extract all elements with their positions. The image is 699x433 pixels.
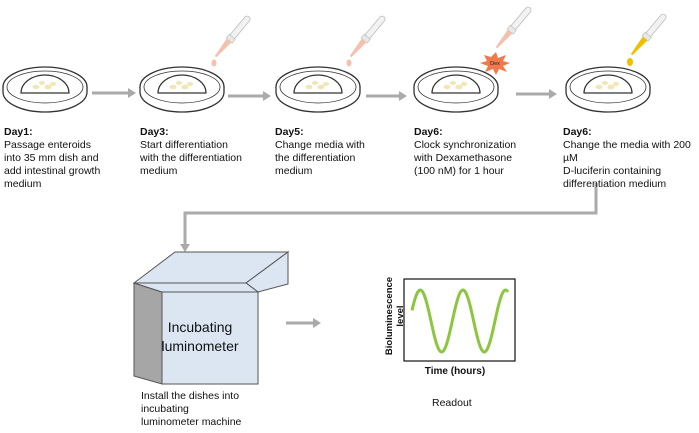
step-day-label: Day6:	[414, 126, 443, 138]
step-day6-dex: Day6: Clock synchronization with Dexamet…	[414, 126, 549, 178]
step-description: Start differentiation with the different…	[140, 139, 242, 177]
step-day3: Day3: Start differentiation with the dif…	[140, 126, 270, 178]
plot-x-axis-label: Time (hours)	[424, 366, 486, 377]
bioluminescence-curve	[410, 288, 510, 354]
step-description: Passage enteroids into 35 mm dish and ad…	[4, 139, 101, 190]
step-arrow	[516, 89, 557, 99]
petri-dish-day6-luciferin	[565, 66, 651, 113]
dex-label: Dex	[490, 61, 500, 67]
step-arrow	[228, 91, 271, 101]
drop-icon	[627, 58, 633, 66]
dropper-icon	[630, 13, 667, 56]
step-day-label: Day3:	[140, 126, 169, 138]
connector-arrow	[180, 183, 598, 252]
step-arrow	[92, 88, 136, 98]
step-description: Change the media with 200 µM D-luciferin…	[563, 139, 691, 190]
step-day5: Day5: Change media with the differentiat…	[275, 126, 405, 178]
petri-dish-day1	[2, 66, 88, 113]
drop-icon	[211, 59, 217, 67]
drop-icon	[346, 59, 352, 67]
readout-arrow	[286, 318, 321, 328]
step-description: Change media with the differentiation me…	[275, 139, 365, 177]
step-day-label: Day6:	[563, 126, 592, 138]
step-description: Clock synchronization with Dexamethasone…	[414, 139, 517, 177]
luminometer-label: Incubating luminometer	[161, 319, 239, 354]
step-day6-luciferin: Day6: Change the media with 200 µM D-luc…	[563, 126, 699, 191]
luminometer-box	[132, 251, 290, 385]
dropper-icon	[349, 15, 386, 58]
dropper-icon	[214, 15, 251, 58]
petri-dish-day5	[275, 66, 361, 113]
plot-y-axis-label: Bioluminescence level	[384, 276, 406, 356]
readout-caption: Readout	[432, 397, 472, 409]
step-day1: Day1: Passage enteroids into 35 mm dish …	[4, 126, 134, 191]
step-day-label: Day1:	[4, 126, 33, 138]
step-day-label: Day5:	[275, 126, 304, 138]
petri-dish-day3	[139, 66, 225, 113]
dropper-icon	[495, 6, 532, 49]
petri-dish-day6-dex	[413, 66, 499, 113]
dex-burst-icon	[480, 52, 510, 75]
install-caption: Install the dishes into incubating lumin…	[141, 390, 242, 428]
step-arrow	[366, 91, 407, 101]
